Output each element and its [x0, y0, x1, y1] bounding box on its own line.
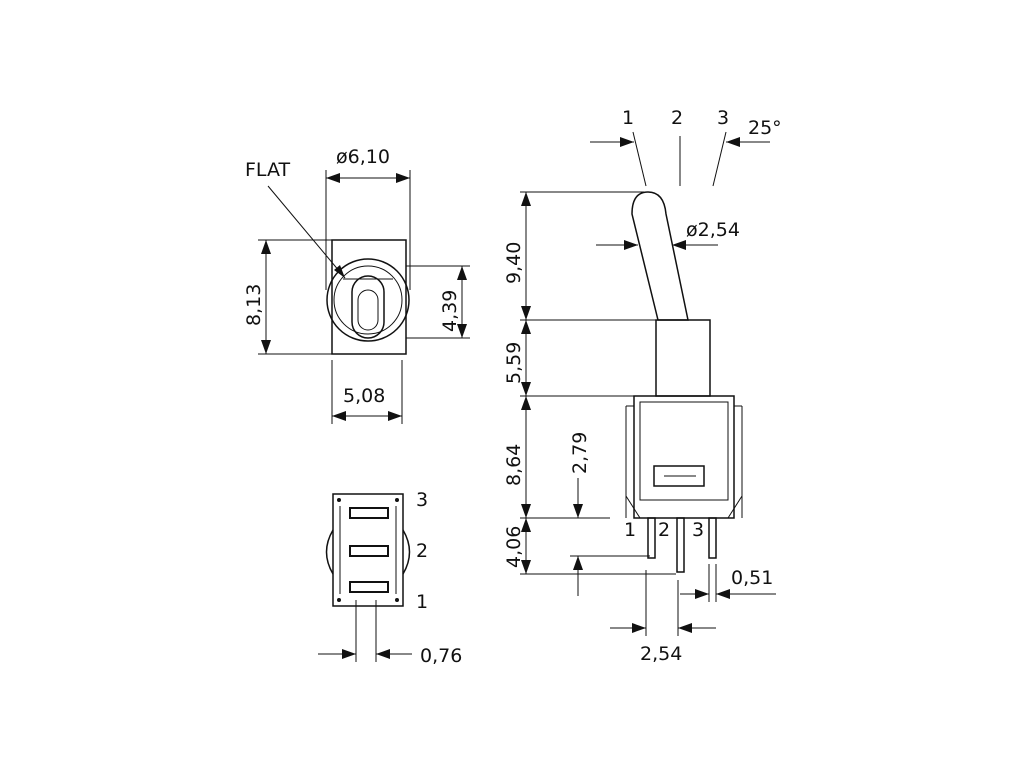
- front-body-outline: [331, 239, 407, 355]
- bottom-left-bulge: [325, 529, 334, 575]
- arrow: [624, 240, 638, 250]
- front-view: FLAT ø6,10 8,13 4,39 5,08: [243, 146, 470, 424]
- dim-pitch-254: 2,54: [640, 643, 682, 665]
- side-pin-1: [647, 517, 656, 559]
- dim-lever-diameter: ø2,54: [686, 219, 740, 241]
- side-pin-label-1: 1: [624, 519, 636, 541]
- lever-position-3: 3: [717, 107, 729, 129]
- arrow: [726, 137, 740, 147]
- dot: [395, 598, 399, 602]
- dim-height-813: 8,13: [243, 284, 265, 326]
- arrow: [521, 320, 531, 334]
- flat-leader-arrow: [334, 265, 345, 278]
- arrow: [376, 649, 390, 659]
- arrow: [332, 411, 346, 421]
- side-pin-3: [708, 517, 717, 559]
- side-view: 1 2 3 25° ø2,54: [503, 107, 782, 665]
- body-window: [653, 465, 705, 487]
- arrow: [326, 173, 340, 183]
- arrow: [521, 306, 531, 320]
- lever-position-1: 1: [622, 107, 634, 129]
- dot: [337, 598, 341, 602]
- arrow: [716, 589, 730, 599]
- arrow: [521, 518, 531, 532]
- lever-position-2: 2: [671, 107, 683, 129]
- bottom-pin-label-3: 3: [416, 489, 428, 511]
- thin: [625, 495, 641, 519]
- arrow: [573, 504, 583, 518]
- arrow: [457, 324, 467, 338]
- arrow: [457, 266, 467, 280]
- bottom-pin-label-1: 1: [416, 591, 428, 613]
- flat-leader-line: [267, 185, 346, 279]
- angle-label: 25°: [748, 117, 782, 139]
- arrow: [261, 240, 271, 254]
- side-pin-2: [676, 517, 685, 573]
- dot: [337, 498, 341, 502]
- dim-pins-406: 4,06: [503, 526, 525, 568]
- pos-line-3: [712, 131, 727, 187]
- front-bushing-inner-ring: [333, 265, 403, 335]
- switch-body-inner: [639, 401, 729, 501]
- arrow: [521, 382, 531, 396]
- arrow: [632, 623, 646, 633]
- bottom-pin-1: [349, 581, 389, 593]
- arrow: [342, 649, 356, 659]
- bottom-right-bulge: [402, 529, 411, 575]
- arrow: [672, 240, 686, 250]
- bottom-pin-3: [349, 507, 389, 519]
- dim-pin-pos-279: 2,79: [569, 432, 591, 474]
- arrow: [678, 623, 692, 633]
- side-pin-label-3: 3: [692, 519, 704, 541]
- bottom-body-outline: [332, 493, 404, 607]
- dot: [395, 498, 399, 502]
- arrow: [620, 137, 634, 147]
- bottom-pin-label-2: 2: [416, 540, 428, 562]
- thin: [727, 495, 743, 519]
- arrow: [261, 340, 271, 354]
- dim-bushing-559: 5,59: [503, 342, 525, 384]
- arrow: [521, 504, 531, 518]
- arrow: [573, 556, 583, 570]
- dim-bushing-439: 4,39: [439, 290, 461, 332]
- pos-line-1: [632, 131, 647, 187]
- dim-width-508: 5,08: [343, 385, 385, 407]
- side-pin-label-2: 2: [658, 519, 670, 541]
- dim-pin-width-076: 0,76: [420, 645, 462, 667]
- front-lever-tip-inner: [357, 289, 379, 331]
- front-bushing-ring: [326, 258, 410, 342]
- bushing: [655, 319, 711, 397]
- bottom-view: 3 2 1 0,76: [318, 489, 462, 667]
- front-lever-tip: [351, 275, 385, 339]
- dim-lever-940: 9,40: [503, 242, 525, 284]
- arrow: [695, 589, 709, 599]
- bottom-pin-2: [349, 545, 389, 557]
- arrow: [521, 560, 531, 574]
- lever: [631, 191, 689, 321]
- flat-label: FLAT: [245, 159, 290, 181]
- dim-pin-thickness-051: 0,51: [731, 567, 773, 589]
- arrow: [521, 192, 531, 206]
- arrow: [521, 396, 531, 410]
- dim-body-864: 8,64: [503, 444, 525, 486]
- dim-diameter-610: ø6,10: [336, 146, 390, 168]
- arrow: [388, 411, 402, 421]
- arrow: [396, 173, 410, 183]
